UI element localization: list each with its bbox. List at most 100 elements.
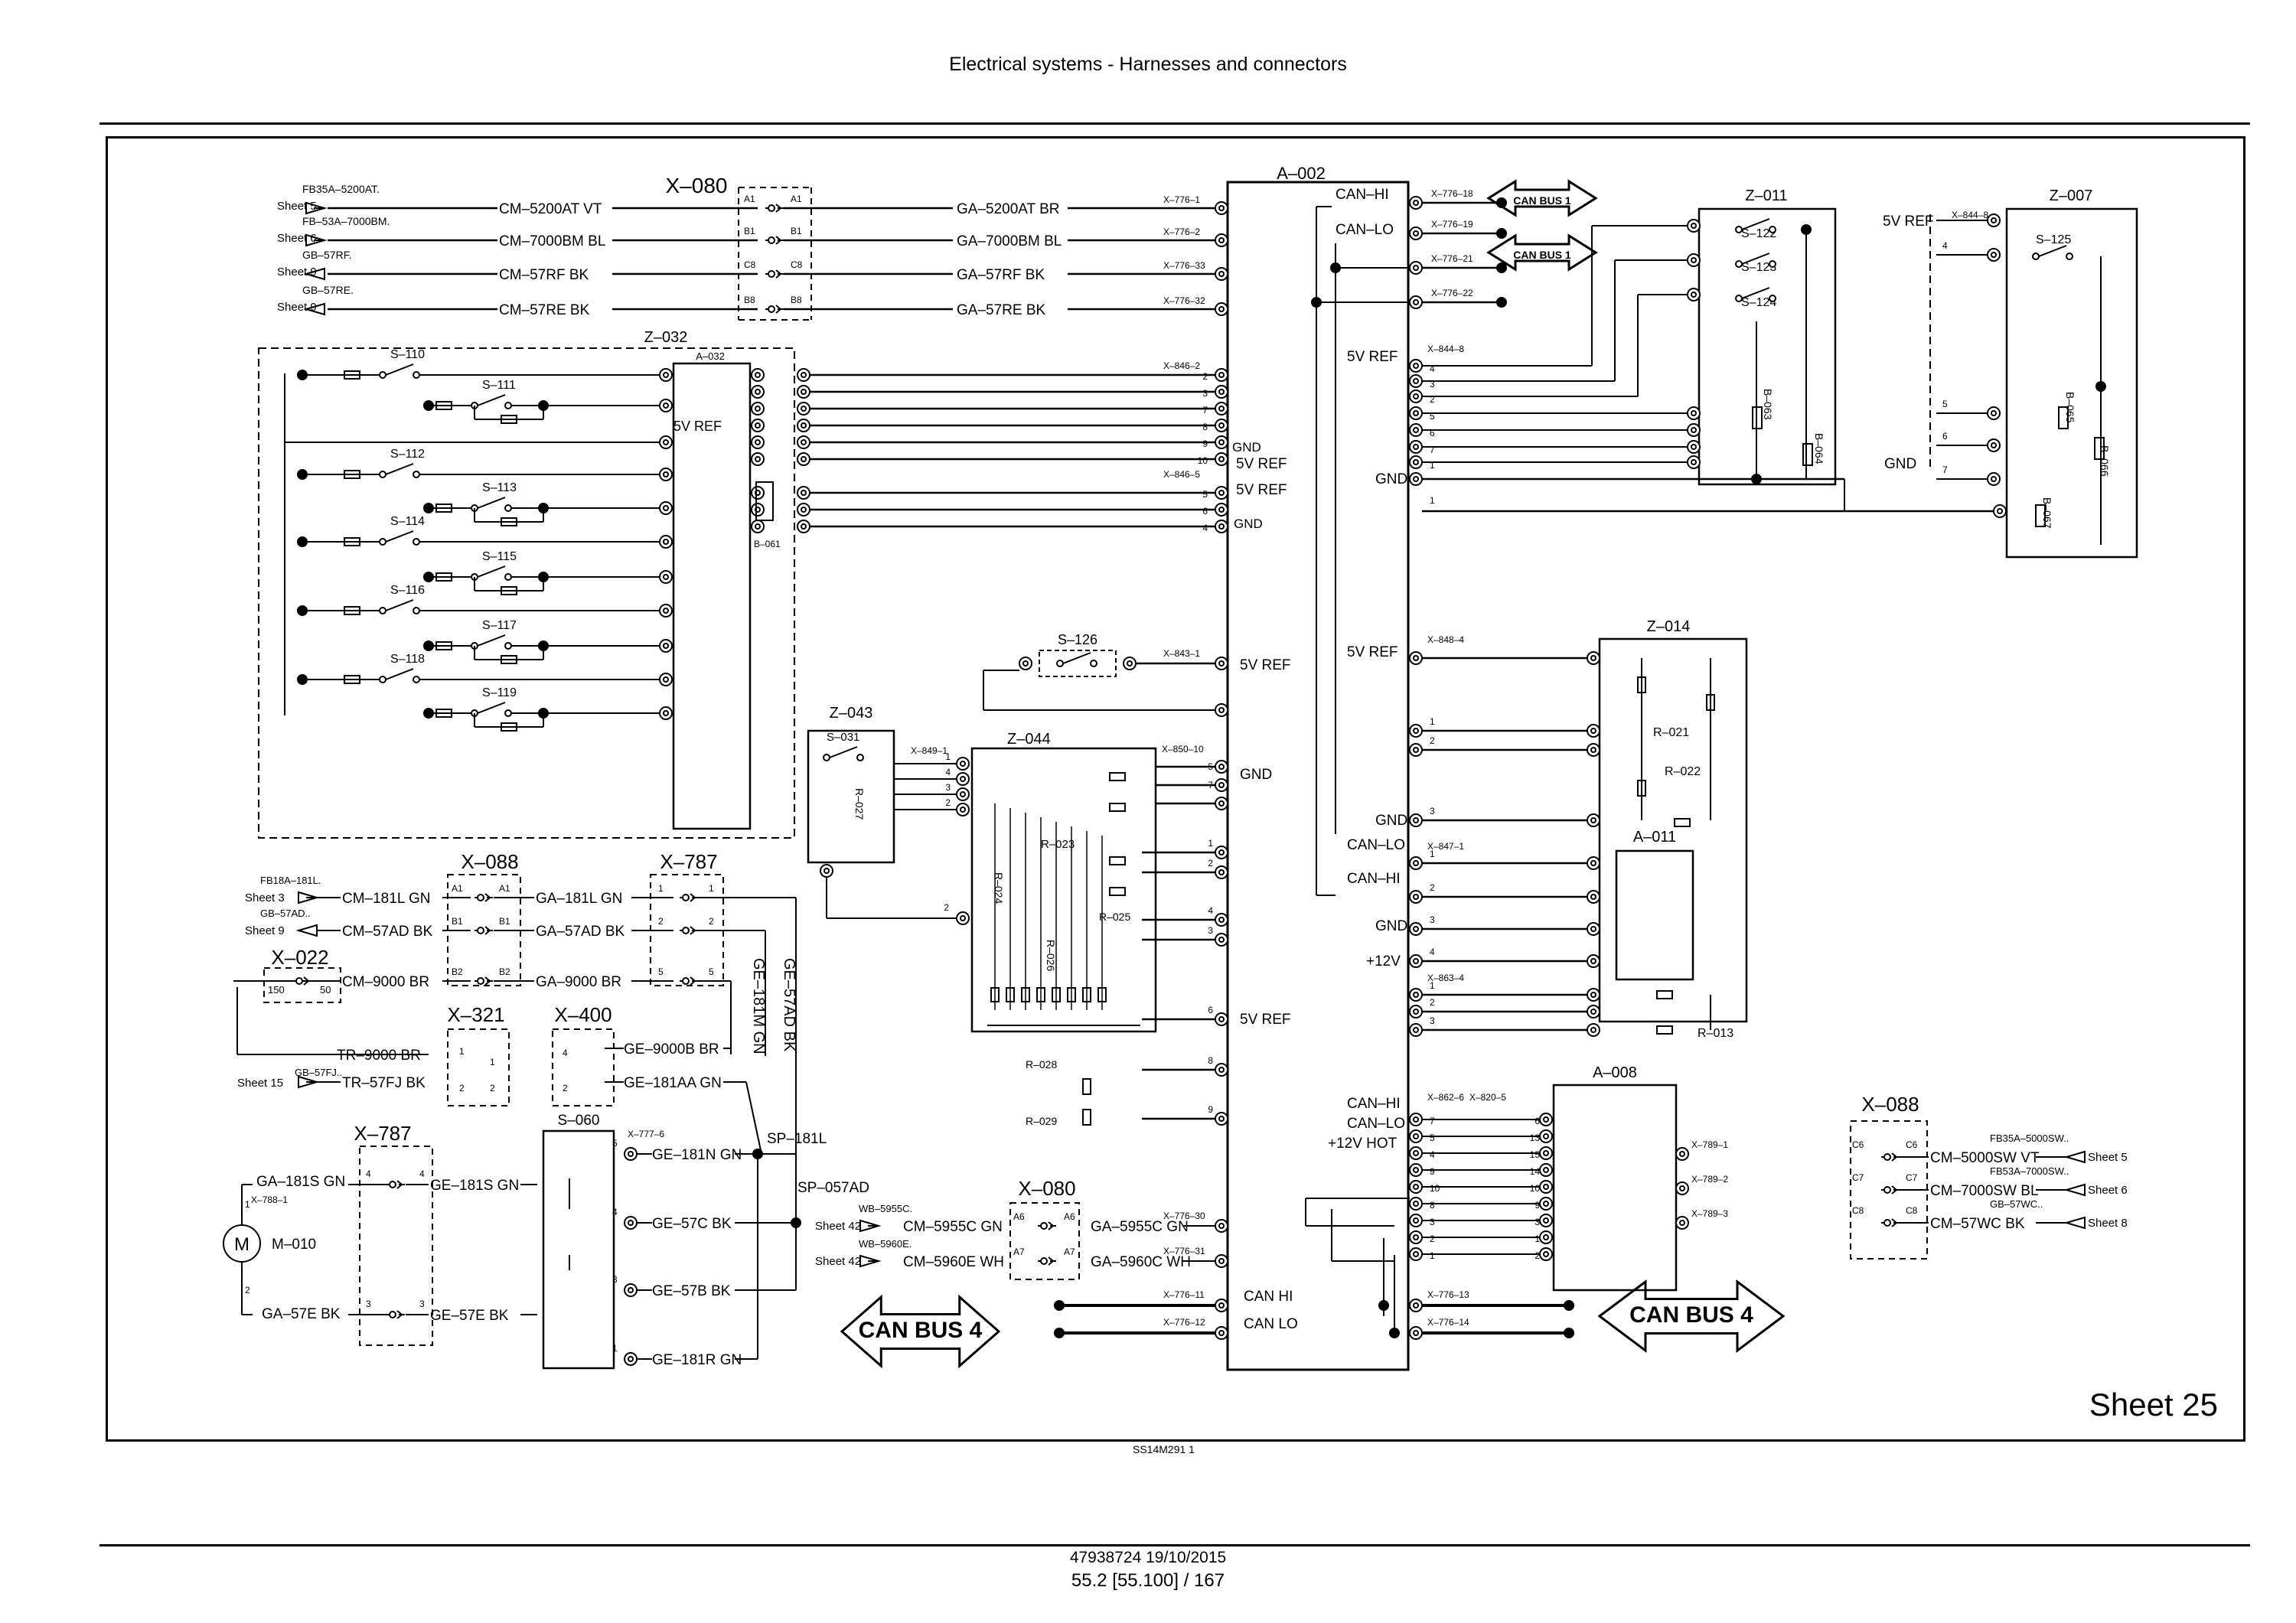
a002-pin: 2: [1430, 735, 1435, 746]
terminal-dot: [1543, 1150, 1549, 1156]
a002-terminal-dot: [1413, 1116, 1419, 1123]
a002-term-label: X–846–2: [1163, 360, 1200, 371]
a002-right-label: GND: [1375, 471, 1407, 487]
connector-x080-top-label: X–080: [666, 174, 728, 197]
a002-term-label: X–863–4: [1427, 973, 1464, 983]
switch: [1056, 660, 1064, 667]
pin-label: 5: [709, 966, 714, 977]
pin-label: A1: [452, 883, 463, 894]
a002-pin: 1: [1430, 495, 1435, 506]
tr-wire-arrow: [298, 1075, 320, 1089]
a032-terminal-dot: [801, 439, 807, 445]
a002-term-label: X–776–13: [1427, 1289, 1469, 1300]
resistor: [344, 606, 360, 615]
pin-label: A1: [499, 883, 510, 894]
footer-rule: [99, 1544, 2250, 1546]
a002-term-label: X–776–12: [1163, 1317, 1205, 1328]
a002-terminal-dot: [1218, 271, 1225, 277]
switch: [385, 599, 414, 611]
a032-terminal-dot: [801, 422, 807, 429]
a002-terminal-dot: [1413, 393, 1419, 399]
junction-dot: [423, 572, 434, 582]
a002-terminal-dot: [1218, 869, 1225, 875]
terminal-dot: [1991, 410, 1997, 416]
resistor: [344, 370, 360, 380]
pin-label: C8: [1852, 1205, 1864, 1216]
a002-label: 5V REF: [1240, 1012, 1291, 1028]
left-wire-ga: GA–57AD BK: [536, 924, 625, 940]
a032-terminal-dot: [755, 389, 761, 395]
pin-label: 4: [563, 1048, 568, 1058]
junction-dot: [423, 400, 434, 411]
terminal-dot: [1691, 292, 1697, 298]
a002-label: 5V REF: [1236, 456, 1287, 472]
module-a008-label: A–008: [1593, 1064, 1637, 1081]
top-wire-term: X–776–32: [1163, 295, 1205, 306]
left-wire-arrow: [295, 924, 318, 937]
a002-pin: 8: [1208, 1055, 1213, 1066]
switch-label: S–112: [390, 448, 425, 461]
x088-right-arrow: [2063, 1216, 2086, 1230]
a002-term-label: X–776–22: [1431, 288, 1473, 298]
motor-plug: [396, 1310, 403, 1319]
a002-terminal-dot: [1218, 306, 1225, 312]
top-wire-cm: CM–57RF BK: [499, 267, 589, 283]
a002-terminal-dot: [1413, 1251, 1419, 1257]
switch: [1735, 226, 1743, 233]
sensor-b065: [2058, 406, 2069, 429]
a002-term-label: X–776–19: [1431, 219, 1473, 230]
terminal-dot: [1590, 958, 1596, 964]
connector-x321-label: X–321: [447, 1003, 504, 1026]
switch-s126-box: [1039, 650, 1117, 677]
connector-x787-bottom-outline: [359, 1146, 433, 1346]
sensor-label: B–061: [754, 539, 781, 549]
pin-label: 50: [320, 984, 331, 996]
switch: [1741, 218, 1770, 230]
a002-right-label: 5V REF: [1347, 349, 1398, 365]
connector-x080-bottom-outline: [1009, 1202, 1080, 1280]
sheet-label: Sheet 25: [2089, 1387, 2218, 1423]
terminal-dot: [1691, 427, 1697, 433]
module-z014: [1598, 637, 1748, 1023]
top-wire-plug: [775, 236, 782, 245]
resistor: [1656, 1025, 1673, 1035]
pin-label: 2: [563, 1083, 568, 1093]
a002-right-label: CAN–LO: [1347, 1116, 1405, 1132]
switch: [504, 573, 512, 581]
a002-term-label: X–849–1: [911, 745, 947, 756]
motor-plug: [389, 1311, 396, 1318]
junction-dot: [1378, 1300, 1389, 1311]
resistor: [1021, 987, 1030, 1002]
a002-terminal-dot: [1218, 660, 1225, 666]
switch: [385, 530, 414, 543]
switch: [385, 363, 414, 376]
a002-terminal-dot: [1413, 410, 1419, 416]
a002-pin: 2: [1430, 394, 1435, 405]
z007-ref: 5V REF: [1883, 213, 1934, 230]
switch-label: S–111: [482, 379, 516, 392]
left-wire-source: GB–57AD..: [260, 908, 311, 919]
a002-terminal-dot: [1413, 817, 1419, 823]
junction-dot: [2095, 381, 2106, 392]
a002-pin: 4: [1430, 363, 1435, 374]
x088-right-cm: CM–7000SW BL: [1930, 1183, 2039, 1199]
pin-label: B1: [499, 916, 510, 927]
top-wire-plug: [768, 236, 775, 244]
a002-right-label: +12V: [1366, 953, 1401, 970]
a002-terminal-dot: [1218, 389, 1225, 395]
x088-right-plug: [1891, 1218, 1898, 1227]
top-wire-arrow: [305, 233, 328, 247]
a032-terminal-dot: [755, 422, 761, 429]
a002-pin: 1: [1430, 1250, 1435, 1261]
a002-right-label: GND: [1375, 918, 1407, 934]
a002-terminal-dot: [1218, 764, 1225, 770]
a002-terminal-dot: [1218, 507, 1225, 513]
pin-label: 2: [490, 1083, 495, 1093]
switch: [504, 504, 512, 512]
a002-pin: 3: [1202, 388, 1208, 399]
a002-pin: 3: [1208, 925, 1213, 936]
a002-terminal-dot: [1413, 655, 1419, 661]
switch: [504, 642, 512, 650]
a008-pin: 13: [1530, 1133, 1541, 1143]
a008-pin: 9: [1534, 1200, 1540, 1211]
